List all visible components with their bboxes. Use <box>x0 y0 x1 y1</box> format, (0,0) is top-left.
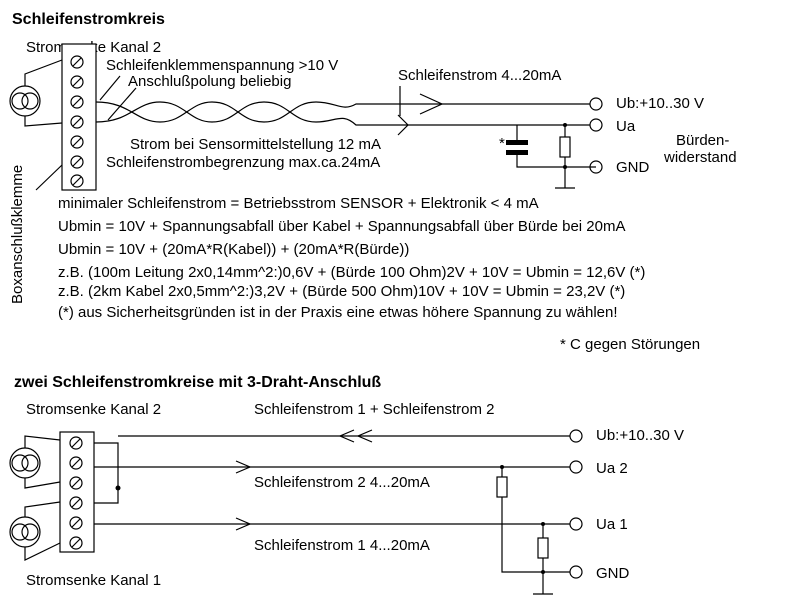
junction-dot <box>563 165 567 169</box>
mid-current-label: Strom bei Sensormittelstellung 12 mA <box>130 136 381 153</box>
current1-label: Schleifenstrom 1 4...20mA <box>254 537 430 554</box>
terminal-node-icon[interactable] <box>589 97 603 111</box>
terminal-node-icon[interactable] <box>589 118 603 132</box>
cap-gnd-wire <box>516 155 596 168</box>
source-wire-bottom <box>24 116 63 127</box>
burden-label-1: Bürden- <box>676 132 729 149</box>
text-line-2: Ubmin = 10V + Spannungsabfall über Kabel… <box>58 218 625 235</box>
cable-wire-signal <box>95 101 596 126</box>
terminal-screw-icon <box>69 496 83 510</box>
loop-current-label: Schleifenstrom 4...20mA <box>398 67 561 84</box>
source-wire <box>24 542 61 561</box>
gnd-label: GND <box>616 159 650 176</box>
text-line-4: z.B. (100m Leitung 2x0,14mm^2:)0,6V + (B… <box>58 264 645 281</box>
source-wire <box>24 478 61 489</box>
bottom-gnd-label: GND <box>596 565 630 582</box>
text-line-3: Ubmin = 10V + (20mA*R(Kabel)) + (20mA*R(… <box>58 241 409 258</box>
bottom-ub-label: Ub:+10..30 V <box>596 427 684 444</box>
terminal-screw-icon <box>70 95 84 109</box>
ua-label: Ua <box>616 118 636 135</box>
text-line-5: z.B. (2km Kabel 2x0,5mm^2:)3,2V + (Bürde… <box>58 283 625 300</box>
source-wire <box>24 435 61 448</box>
bottom-title: zwei Schleifenstromkreise mit 3-Draht-An… <box>14 374 381 391</box>
terminal-node-icon[interactable] <box>569 517 583 531</box>
bottom-ua2-label: Ua 2 <box>596 460 628 477</box>
source-wire-top <box>24 59 63 86</box>
terminal-screw-icon <box>70 55 84 69</box>
text-line-6: (*) aus Sicherheitsgründen ist in der Pr… <box>58 304 618 321</box>
terminal-node-icon[interactable] <box>569 565 583 579</box>
bottom-sink1-label: Stromsenke Kanal 1 <box>26 572 161 589</box>
ub-label: Ub:+10..30 V <box>616 95 704 112</box>
terminal-screw-icon <box>69 456 83 470</box>
current2-label: Schleifenstrom 2 4...20mA <box>254 474 430 491</box>
sum-current-label: Schleifenstrom 1 + Schleifenstrom 2 <box>254 401 495 418</box>
top-title: Schleifenstromkreis <box>12 11 165 28</box>
current-limit-label: Schleifenstrombegrenzung max.ca.24mA <box>106 154 380 171</box>
terminal-screw-icon <box>69 436 83 450</box>
terminal-node-icon[interactable] <box>569 460 583 474</box>
ub-common-wire <box>94 442 119 504</box>
pointer-line <box>99 75 121 101</box>
terminal-screw-icon <box>69 536 83 550</box>
polarity-label: Anschlußpolung beliebig <box>128 73 291 90</box>
footnote: * C gegen Störungen <box>560 336 700 353</box>
capacitor-icon <box>506 140 528 145</box>
current-source-icon <box>9 85 41 117</box>
pointer-line <box>107 87 137 121</box>
arrow-icon <box>235 460 252 474</box>
resistor-gnd-wire <box>501 497 570 573</box>
arrow-icon <box>356 429 373 443</box>
junction-dot <box>563 123 567 127</box>
terminal-block <box>59 431 95 553</box>
terminal-screw-icon <box>70 115 84 129</box>
resistor-icon <box>559 136 571 158</box>
resistor-icon <box>537 537 549 559</box>
terminal-screw-icon <box>70 75 84 89</box>
burden-label-2: widerstand <box>663 149 737 166</box>
junction-dot <box>541 522 545 526</box>
terminal-screw-icon <box>70 174 84 188</box>
box-label-pointer <box>35 164 63 191</box>
terminal-screw-icon <box>70 155 84 169</box>
bottom-sink2-label: Stromsenke Kanal 2 <box>26 401 161 418</box>
terminal-screw-icon <box>69 516 83 530</box>
terminal-screw-icon <box>70 135 84 149</box>
resistor-icon <box>496 476 508 498</box>
cap-mark: * <box>499 135 505 152</box>
junction-dot <box>541 570 545 574</box>
junction-dot <box>500 465 504 469</box>
capacitor-icon <box>506 150 528 155</box>
current-source-icon <box>9 516 41 548</box>
source-wire <box>24 501 61 517</box>
current-source-icon <box>9 447 41 479</box>
terminal-node-icon[interactable] <box>569 429 583 443</box>
terminal-screw-icon <box>69 476 83 490</box>
text-line-1: minimaler Schleifenstrom = Betriebsstrom… <box>58 195 539 212</box>
box-terminal-label: Boxanschlußklemme <box>9 165 26 304</box>
arrow-icon <box>235 517 252 531</box>
arrow-icon <box>397 114 409 136</box>
junction-dot <box>115 485 121 491</box>
bottom-ua1-label: Ua 1 <box>596 516 628 533</box>
terminal-voltage-label: Schleifenklemmenspannung >10 V <box>106 57 338 74</box>
arrow-icon <box>419 93 444 115</box>
arrow-icon <box>338 429 355 443</box>
